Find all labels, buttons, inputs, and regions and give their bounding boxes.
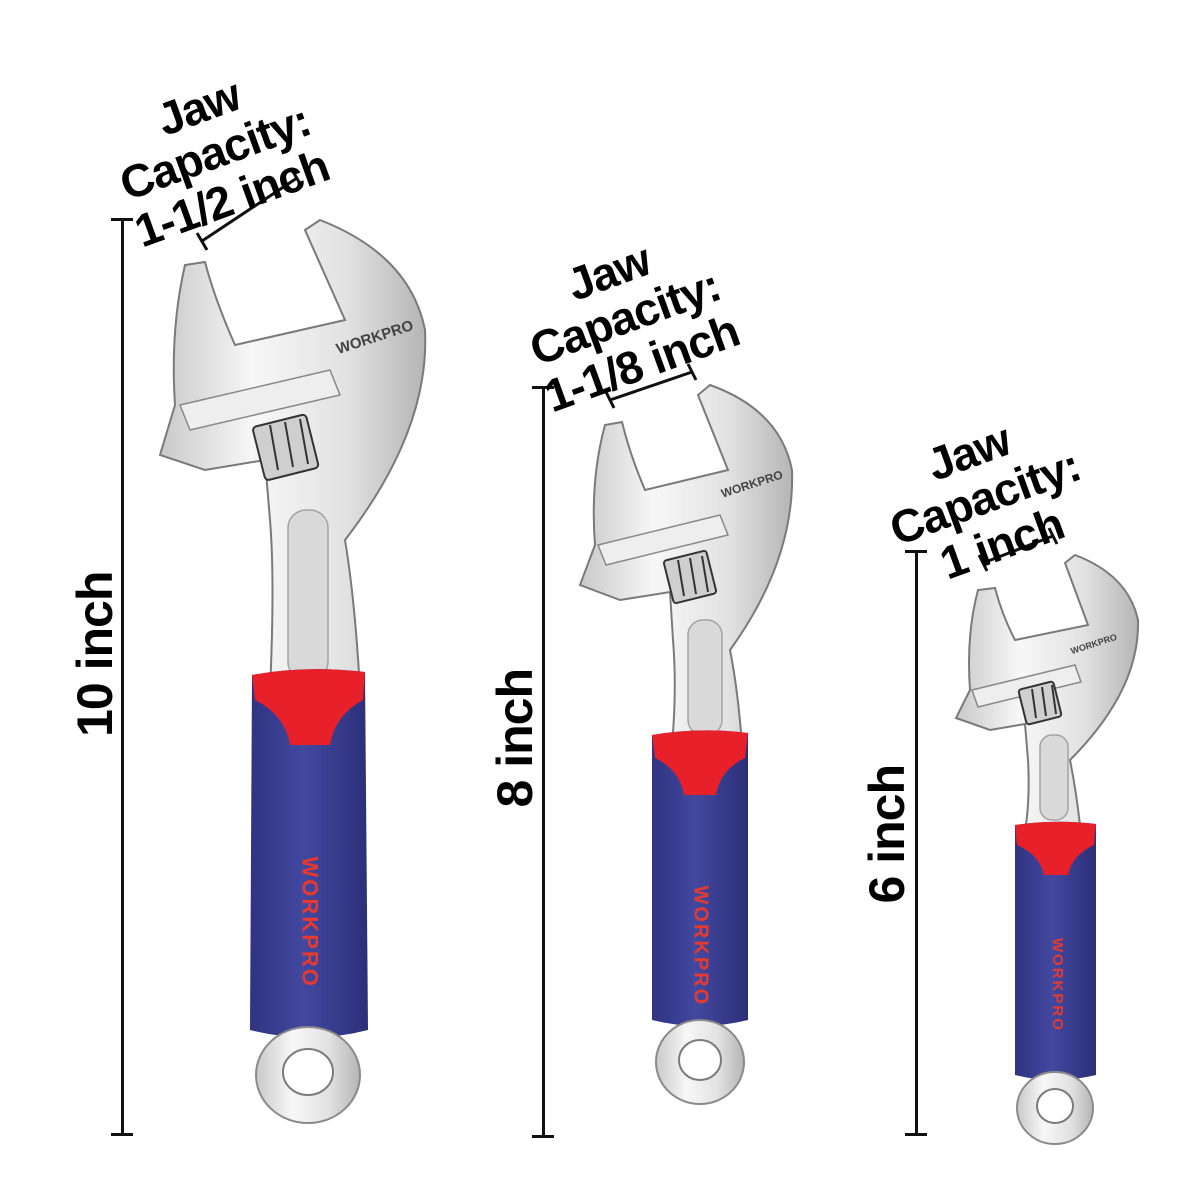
wrench-10-inch	[158, 218, 427, 1124]
handle-brand-8: WORKPRO	[689, 885, 712, 1007]
wrench-8-inch	[578, 383, 794, 1105]
wrench-6-inch	[954, 553, 1140, 1145]
handle-brand-10: WORKPRO	[297, 856, 323, 988]
handle-brand-6: WORKPRO	[1048, 937, 1066, 1032]
jaw-dimension-lines	[195, 169, 1059, 572]
size-label-10: 10 inch	[66, 571, 123, 737]
size-label-6: 6 inch	[858, 765, 915, 904]
size-label-8: 8 inch	[486, 669, 543, 808]
